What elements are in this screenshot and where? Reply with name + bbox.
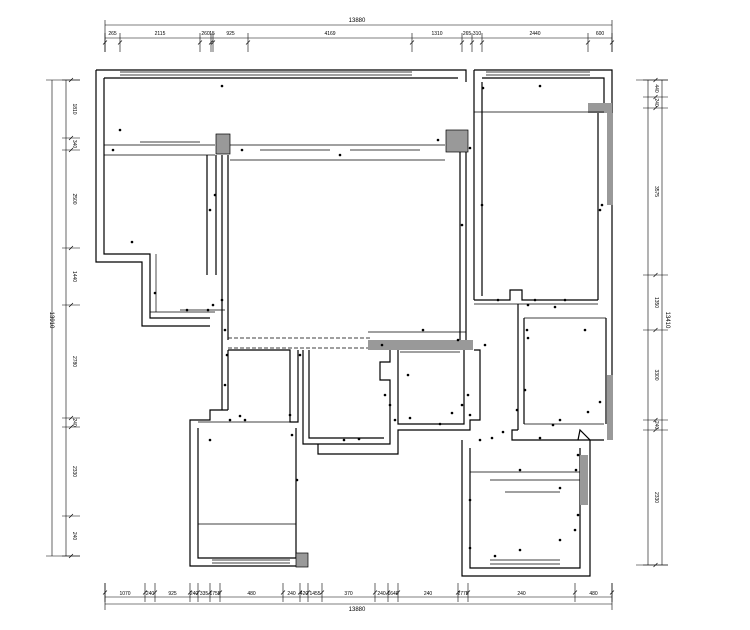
top-dimension-label: 15 xyxy=(209,31,215,37)
left-dimension-label: 1810 xyxy=(71,103,77,114)
fixture-marks xyxy=(111,84,604,558)
left-dimension-label: 2330 xyxy=(71,466,77,477)
bottom-dimension-label: 1755 xyxy=(209,591,220,597)
right-total-dimension: 13410 xyxy=(664,312,670,329)
right-dimension-label: 440 xyxy=(653,84,659,93)
bottom-dimension-label: 335 xyxy=(200,591,209,597)
column-fill xyxy=(296,553,308,567)
bottom-dimension-label: 240 xyxy=(517,591,526,597)
left-dimension-label: 2500 xyxy=(71,193,77,204)
right-dimension-label: 1350 xyxy=(653,297,659,308)
top-dimension-label: 310 xyxy=(473,31,482,37)
top-dimension-label: 600 xyxy=(596,31,605,37)
right-dimension-label: 240 xyxy=(653,98,659,107)
top-total-dimension: 13880 xyxy=(349,18,366,24)
top-dimension-label: 260 xyxy=(201,31,210,37)
left-dimension-label: 340 xyxy=(71,140,77,149)
exterior-walls xyxy=(95,69,613,577)
left-dimension-label: 2780 xyxy=(71,356,77,367)
bottom-dimension-label: 925 xyxy=(168,591,177,597)
top-dimension-label: 2115 xyxy=(155,31,166,37)
top-dimension-label: 265 xyxy=(463,31,472,37)
bottom-dimension-label: 240 xyxy=(190,591,199,597)
bottom-total-dimension: 13880 xyxy=(349,607,366,613)
right-dimension-chain: 440 240 3575 1350 3300 240 2330 13410 xyxy=(636,77,670,568)
bottom-dimension-label: 370 xyxy=(344,591,353,597)
right-dimension-label: 3300 xyxy=(653,369,659,380)
bottom-dimension-label: 240 xyxy=(424,591,433,597)
column-fill xyxy=(216,134,230,154)
window-block xyxy=(580,455,588,505)
bottom-dimension-label: 1070 xyxy=(119,591,130,597)
top-dimension-label: 1310 xyxy=(431,31,442,37)
right-dimension-label: 2330 xyxy=(653,492,659,503)
bottom-dimension-label: 480 xyxy=(589,591,598,597)
top-dimension-label: 2440 xyxy=(529,31,540,37)
bottom-dimension-label: 240 xyxy=(377,591,386,597)
right-dimension-label: 240 xyxy=(653,421,659,430)
window-block xyxy=(607,113,613,205)
top-dimension-label: 925 xyxy=(226,31,235,37)
bottom-dimension-label: 240 xyxy=(287,591,296,597)
bottom-dimension-label: 480 xyxy=(247,591,256,597)
right-dimension-label: 3575 xyxy=(653,186,659,197)
window-block xyxy=(588,103,612,113)
top-dimension-label: 265 xyxy=(108,31,117,37)
top-dimension-label: 4169 xyxy=(324,31,335,37)
bottom-dimension-label: 1455 xyxy=(309,591,320,597)
left-total-dimension: 13910 xyxy=(48,312,54,329)
bottom-dimension-label: 1640 xyxy=(387,591,398,597)
left-dimension-label: 240 xyxy=(71,532,77,541)
left-dimension-label: 240 xyxy=(71,418,77,427)
bottom-dimension-label: 240 xyxy=(146,591,155,597)
left-dimension-label: 1440 xyxy=(71,271,77,282)
bottom-dimension-label: 2775 xyxy=(457,591,468,597)
bottom-dimension-label: 420 xyxy=(300,591,309,597)
column-fill xyxy=(446,130,468,152)
window-block xyxy=(607,375,613,440)
left-dimension-chain: 1810 340 2500 1440 2780 240 2330 240 13910 xyxy=(46,77,80,559)
beam-fill xyxy=(368,340,473,350)
